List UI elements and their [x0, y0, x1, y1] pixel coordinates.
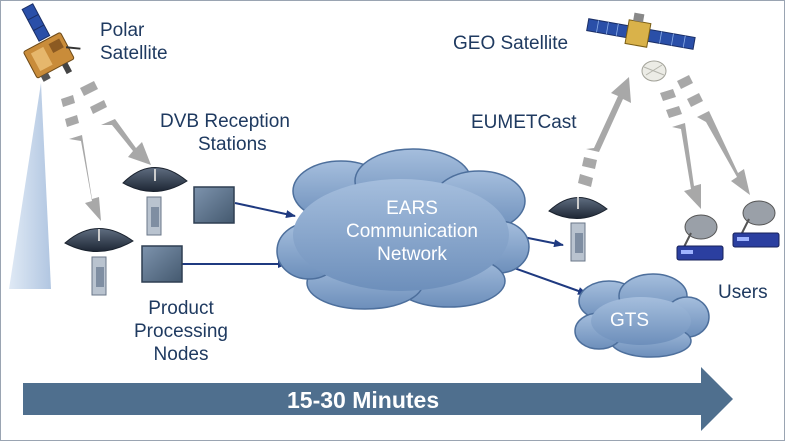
timeline-label: 15-30 Minutes — [287, 387, 440, 413]
network-links — [182, 202, 588, 295]
user-terminal-icon — [732, 200, 780, 248]
gray-arrow-polar-to-dvb — [80, 81, 151, 165]
gray-arrow-geo-to-user2 — [677, 75, 750, 195]
label-line: Communication — [346, 221, 478, 242]
label-line: Stations — [198, 134, 267, 155]
satellite-coverage-cone — [9, 83, 51, 289]
label-line: Polar — [100, 20, 145, 41]
dish-antenna-icon — [64, 228, 134, 296]
label-geo-satellite: GEO Satellite — [453, 33, 569, 54]
uplink-arrows — [61, 75, 750, 221]
gray-arrow-geo-to-user1 — [660, 89, 701, 209]
geo-satellite-icon — [586, 12, 696, 82]
label-line: Satellite — [100, 43, 168, 64]
label-line: Network — [377, 244, 447, 265]
user-terminal-icon — [676, 214, 724, 261]
label-line: Nodes — [153, 344, 209, 365]
label-line: EARS — [386, 198, 438, 219]
gts-cloud — [574, 273, 710, 358]
label-polar-satellite: Polar Satellite — [100, 19, 168, 65]
timeline-arrow — [23, 367, 733, 431]
processing-node-icon — [193, 186, 235, 224]
label-users: Users — [718, 282, 768, 303]
label-product-processing-nodes: Product Processing Nodes — [119, 297, 243, 366]
polar-satellite-icon — [21, 3, 81, 82]
label-line: DVB Reception — [160, 111, 290, 132]
dish-antenna-icon — [122, 167, 188, 236]
label-ears-network: EARS Communication Network — [337, 197, 487, 266]
label-line: Processing — [134, 321, 228, 342]
processing-node-icon — [141, 245, 183, 283]
link-ears-to-gts — [502, 263, 588, 295]
gray-arrow-polar-to-node — [61, 95, 101, 221]
label-line: Product — [148, 298, 214, 319]
label-dvb-reception-stations: DVB Reception Stations — [160, 110, 290, 156]
label-eumetcast: EUMETCast — [471, 112, 577, 133]
dish-antenna-icon — [548, 197, 608, 262]
link-ears-to-eumetcast — [522, 236, 564, 248]
label-gts: GTS — [610, 310, 650, 331]
gray-arrow-eumetcast-to-geo — [578, 77, 631, 187]
ears-network-cloud — [276, 148, 530, 310]
link-dvb-to-ears — [234, 202, 296, 219]
